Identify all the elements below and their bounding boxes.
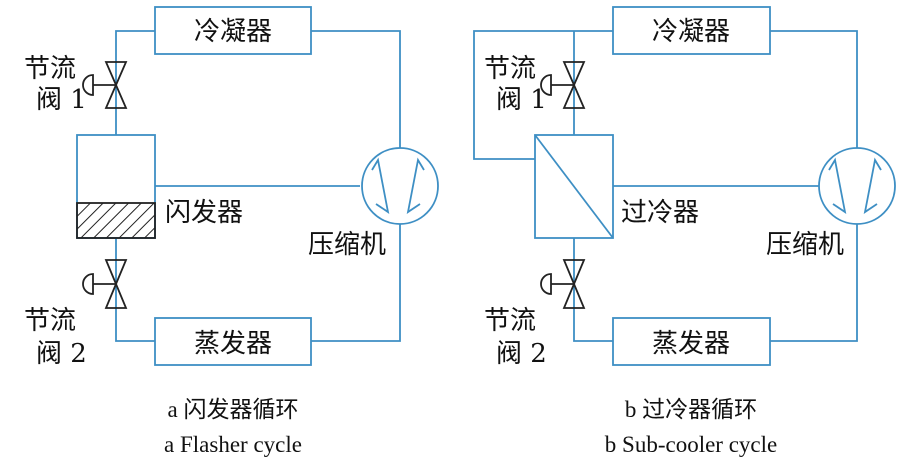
- compressor-label: 压缩机: [766, 230, 844, 260]
- pipes-a: [115, 30, 401, 342]
- valve2-label-line2: 阀 2: [36, 339, 87, 369]
- condenser-label: 冷凝器: [652, 17, 730, 47]
- valve2-label-line2: 阀 2: [496, 339, 547, 369]
- subcooler-cycle-diagram: 冷凝器 蒸发器 过冷器 压缩机 节流 阀 1: [473, 6, 896, 457]
- condenser-a: 冷凝器: [154, 6, 312, 55]
- throttle-valve-2-a: 节流 阀 2: [24, 259, 128, 369]
- valve2-label-line1: 节流: [24, 306, 76, 336]
- throttle-valve-2-b: 节流 阀 2: [484, 259, 586, 369]
- flasher-vessel: 闪发器: [76, 134, 243, 239]
- condenser-b: 冷凝器: [612, 6, 771, 55]
- caption-a-chinese: a 闪发器循环: [168, 397, 299, 422]
- valve1-label-line1: 节流: [484, 54, 536, 84]
- evaporator-a: 蒸发器: [154, 317, 312, 366]
- evaporator-label: 蒸发器: [652, 329, 730, 359]
- throttle-valve-1-a: 节流 阀 1: [24, 54, 128, 115]
- compressor-b: 压缩机: [766, 147, 896, 260]
- liquid-hatch: [76, 202, 156, 239]
- subcooler-exchanger: 过冷器: [534, 134, 699, 239]
- flasher-label: 闪发器: [165, 198, 243, 228]
- evaporator-b: 蒸发器: [612, 317, 771, 366]
- throttle-valve-1-b: 节流 阀 1: [484, 54, 586, 115]
- valve1-label-line1: 节流: [24, 54, 76, 84]
- compressor-a: 压缩机: [308, 147, 439, 260]
- evaporator-label: 蒸发器: [194, 329, 272, 359]
- valve2-label-line1: 节流: [484, 306, 536, 336]
- valve1-label-line2: 阀 1: [36, 85, 87, 115]
- caption-b-chinese: b 过冷器循环: [625, 397, 757, 422]
- subcooler-label: 过冷器: [621, 198, 699, 228]
- condenser-label: 冷凝器: [194, 17, 272, 47]
- caption-a-english: a Flasher cycle: [164, 432, 302, 457]
- valve1-label-line2: 阀 1: [496, 85, 547, 115]
- flasher-cycle-diagram: 冷凝器 蒸发器 闪发器 压缩机 节流 阀 1: [24, 6, 439, 457]
- compressor-label: 压缩机: [308, 230, 386, 260]
- caption-b-english: b Sub-cooler cycle: [605, 432, 777, 457]
